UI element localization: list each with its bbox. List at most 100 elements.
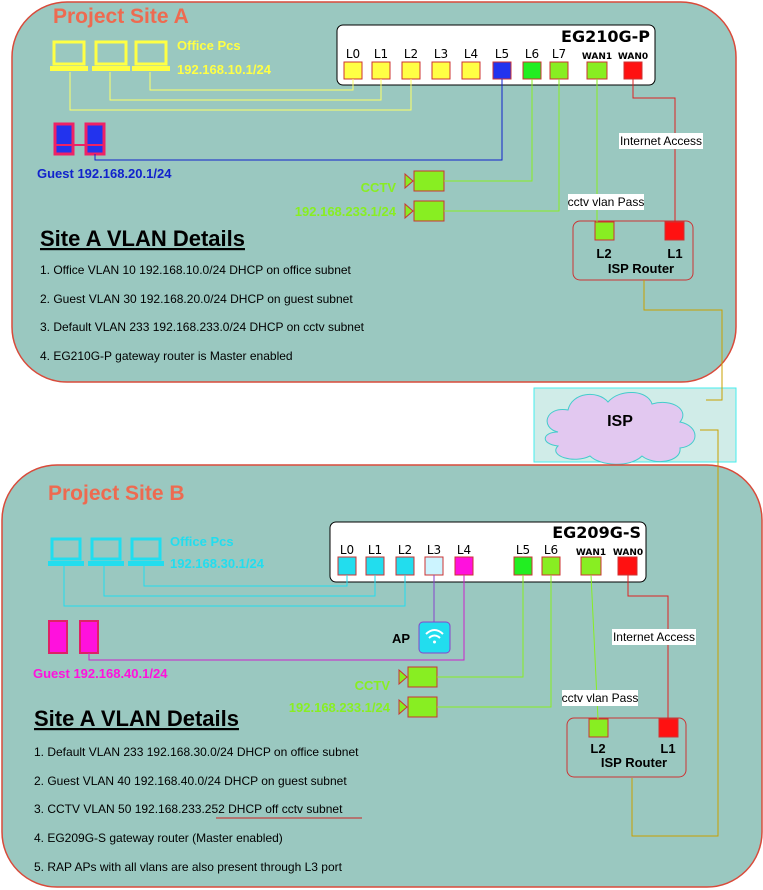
router-port-l2	[588, 718, 609, 738]
site-a-guest-cable	[94, 79, 503, 161]
cloud-icon	[544, 392, 696, 465]
site-a-isp-link	[643, 280, 723, 401]
guest-device-icon	[53, 122, 106, 156]
router-label-l2: L2	[596, 246, 611, 261]
port-label-wan1: WAN1	[576, 548, 606, 558]
site-b-guest-label: Guest 192.168.40.1/24	[33, 666, 168, 681]
site-a-isp-router	[572, 220, 694, 281]
site-a-cctv-cables	[444, 79, 560, 212]
site-a-switch-name: EG210G-P	[561, 27, 650, 46]
router-port-l1	[664, 221, 685, 241]
site-b-isp-router	[566, 717, 687, 778]
site-a-internet-access: Internet Access	[620, 134, 702, 148]
site-b-office-pcs	[48, 537, 164, 566]
site-a-vlan-title: Site A VLAN Details	[40, 226, 245, 251]
site-a-title: Project Site A	[53, 5, 189, 28]
monitor-icon	[48, 537, 84, 566]
site-b-cctv-label: CCTV	[355, 678, 391, 693]
monitor-icon	[128, 537, 164, 566]
monitor-icon	[132, 40, 170, 71]
port-l5	[492, 61, 512, 80]
site-b-vlan-item: 4. EG209G-S gateway router (Master enabl…	[34, 831, 283, 845]
port-l1	[365, 556, 385, 576]
router-port-l2	[594, 221, 615, 241]
router-label-l1: L1	[667, 246, 682, 261]
isp-label: ISP	[607, 413, 633, 430]
site-b-ap-label: AP	[392, 631, 410, 646]
port-l6	[541, 556, 561, 576]
port-label: L7	[552, 47, 566, 61]
site-b-office-label: Office Pcs	[170, 534, 234, 549]
site-b-switch-name: EG209G-S	[552, 523, 641, 542]
guest-device-icon	[48, 620, 99, 654]
router-port-l1	[658, 718, 679, 738]
monitor-icon	[50, 40, 88, 71]
site-a-office-subnet: 192.168.10.1/24	[177, 62, 272, 77]
site-a-cctv-subnet: 192.168.233.1/24	[295, 204, 397, 219]
site-a-panel	[11, 1, 737, 383]
port-label: L5	[495, 47, 509, 61]
site-a-office-pcs	[50, 40, 170, 71]
port-wan1	[580, 556, 602, 576]
port-l3	[431, 61, 451, 80]
site-b-vlan-item: 2. Guest VLAN 40 192.168.40.0/24 DHCP on…	[34, 774, 347, 788]
port-l2	[401, 61, 421, 80]
router-label-l1: L1	[660, 741, 675, 756]
wifi-icon	[425, 629, 444, 644]
port-label-wan0: WAN0	[618, 52, 648, 62]
site-b-cctv-subnet: 192.168.233.1/24	[289, 700, 391, 715]
site-b-wan0-cable	[627, 575, 669, 719]
port-l5	[513, 556, 533, 576]
port-l0	[337, 556, 357, 576]
port-wan0	[617, 556, 638, 576]
port-l4	[454, 556, 474, 576]
port-label: L5	[516, 543, 530, 557]
port-label: L4	[457, 543, 471, 557]
site-b-title: Project Site B	[48, 482, 185, 505]
port-label-wan1: WAN1	[582, 52, 612, 62]
site-a-vlan-item: 2. Guest VLAN 30 192.168.20.0/24 DHCP on…	[40, 292, 353, 306]
port-label: L3	[434, 47, 448, 61]
port-label: L2	[404, 47, 418, 61]
site-a-vlan-item: 4. EG210G-P gateway router is Master ena…	[40, 349, 293, 363]
router-name: ISP Router	[601, 755, 667, 770]
site-a-office-label: Office Pcs	[177, 38, 241, 53]
port-label: L6	[544, 543, 558, 557]
site-a-vlan-item: 3. Default VLAN 233 192.168.233.0/24 DHC…	[40, 320, 365, 334]
ap-device	[418, 621, 451, 654]
site-a-wan0-cable	[632, 79, 676, 222]
site-b-office-cables	[63, 566, 406, 607]
site-a-cctv-vlan-pass: cctv vlan Pass	[568, 195, 645, 209]
port-wan1	[586, 61, 608, 80]
site-b-vlan-item: 5. RAP APs with all vlans are also prese…	[34, 860, 343, 874]
port-label: L4	[464, 47, 478, 61]
site-a-office-cables	[69, 72, 412, 111]
port-label: L1	[368, 543, 382, 557]
port-label: L6	[525, 47, 539, 61]
monitor-icon	[88, 537, 124, 566]
port-l3	[424, 556, 444, 576]
site-a-cctv-label: CCTV	[361, 180, 397, 195]
site-b-vlan-title: Site A VLAN Details	[34, 706, 239, 731]
port-l7	[549, 61, 569, 80]
port-label-wan0: WAN0	[613, 548, 643, 558]
camera-icon	[398, 666, 438, 688]
port-label: L2	[398, 543, 412, 557]
router-label-l2: L2	[590, 741, 605, 756]
site-b-internet-access: Internet Access	[613, 630, 695, 644]
site-b-vlan-item: 3. CCTV VLAN 50 192.168.233.252 DHCP off…	[34, 802, 343, 816]
site-b-guest-cable	[88, 575, 465, 661]
site-a-vlan-item: 1. Office VLAN 10 192.168.10.0/24 DHCP o…	[40, 263, 352, 277]
port-label: L1	[374, 47, 388, 61]
site-a-guest-label: Guest 192.168.20.1/24	[37, 166, 172, 181]
port-l6	[522, 61, 542, 80]
port-l0	[343, 61, 363, 80]
port-l1	[371, 61, 391, 80]
router-name: ISP Router	[608, 261, 674, 276]
monitor-icon	[92, 40, 130, 71]
site-b-office-subnet: 192.168.30.1/24	[170, 556, 265, 571]
port-wan0	[623, 61, 643, 80]
port-label: L0	[340, 543, 354, 557]
camera-icon	[404, 170, 445, 192]
site-b-cctv-cables	[437, 575, 552, 708]
